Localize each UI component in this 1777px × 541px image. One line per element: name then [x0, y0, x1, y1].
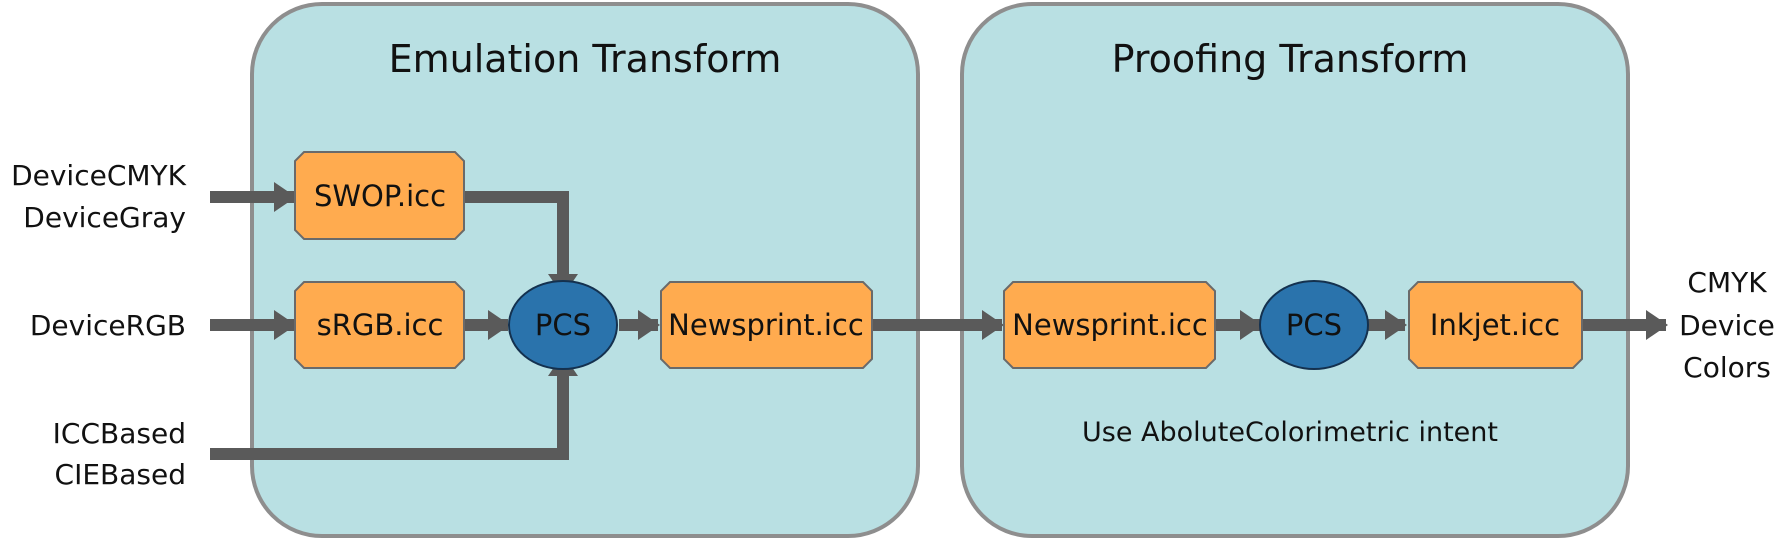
- newsprint2-label: Newsprint.icc: [1012, 308, 1208, 342]
- input-devicegray: DeviceGray: [23, 201, 186, 234]
- swop-label: SWOP.icc: [314, 179, 446, 213]
- srgb-box: [294, 281, 465, 369]
- pcs2-label: PCS: [1286, 308, 1342, 342]
- newsprint2-box: [1003, 281, 1216, 369]
- proofing-intent-note: Use AboluteColorimetric intent: [1082, 417, 1498, 448]
- inkjet-label: Inkjet.icc: [1430, 308, 1560, 342]
- newsprint1-box: [660, 281, 873, 369]
- proofing-title: Proofing Transform: [1112, 37, 1469, 81]
- emulation-title: Emulation Transform: [389, 37, 782, 81]
- pcs1-label: PCS: [535, 308, 591, 342]
- profile-boxes: [294, 151, 1583, 369]
- arrow-swop-to-pcs: [464, 191, 578, 296]
- srgb-label: sRGB.icc: [317, 308, 444, 342]
- connector-arrows: [210, 182, 1668, 460]
- pcs2-ellipse: [1259, 280, 1369, 370]
- inkjet-box: [1408, 281, 1583, 369]
- swop-box: [294, 151, 465, 240]
- output-device: Device: [1679, 309, 1775, 342]
- input-devicecmyk: DeviceCMYK: [11, 159, 187, 192]
- output-cmyk: CMYK: [1687, 266, 1767, 299]
- pcs1-ellipse: [508, 280, 618, 370]
- emulation-panel: [250, 2, 920, 538]
- output-colors: Colors: [1683, 351, 1771, 384]
- input-ciebased: CIEBased: [55, 458, 186, 491]
- proofing-panel: [960, 2, 1630, 538]
- input-devicergb: DeviceRGB: [30, 309, 186, 342]
- input-iccbased: ICCBased: [53, 417, 186, 450]
- arrow-icc-to-pcs: [210, 354, 578, 460]
- newsprint1-label: Newsprint.icc: [668, 308, 864, 342]
